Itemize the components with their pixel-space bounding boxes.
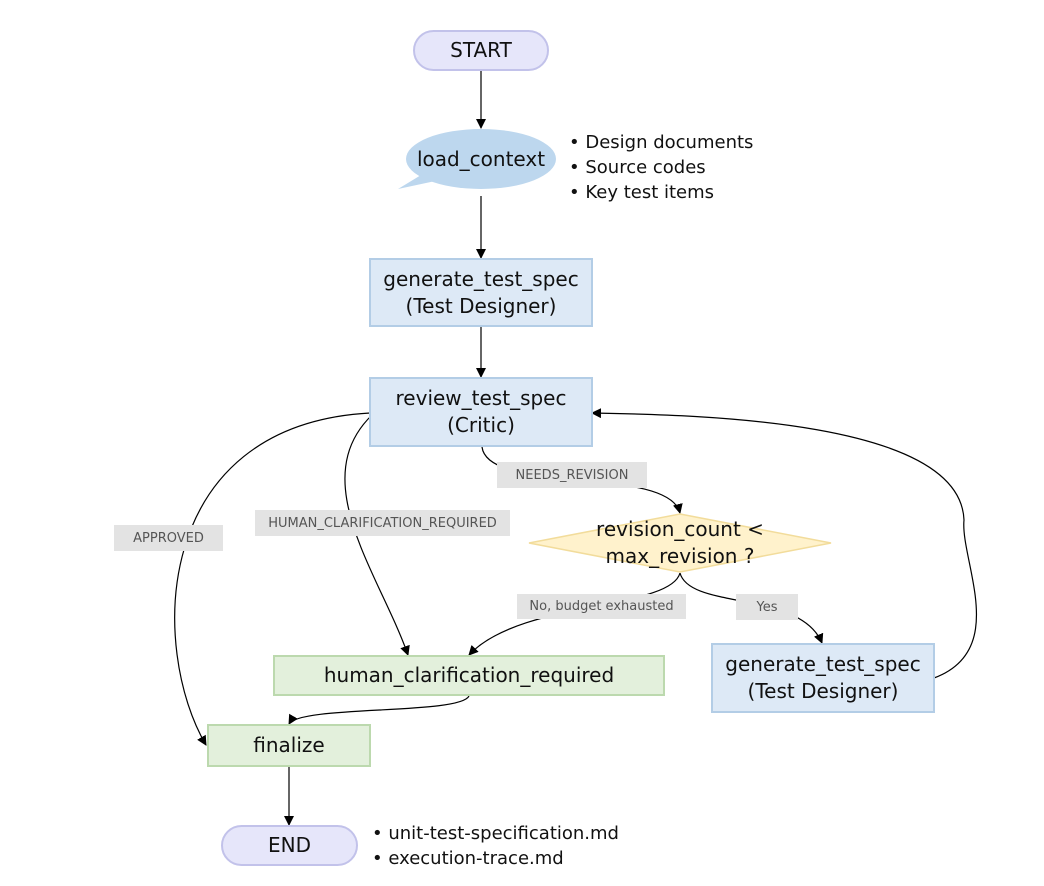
finalize-node: finalize	[207, 724, 371, 767]
generate-test-spec-retry-role: (Test Designer)	[747, 679, 899, 703]
input-item: Key test items	[569, 180, 753, 205]
input-list: Design documents Source codes Key test i…	[569, 130, 753, 205]
end-node: END	[221, 825, 358, 866]
output-list: unit-test-specification.md execution-tra…	[372, 821, 619, 871]
load-context-node: load_context	[396, 128, 558, 190]
load-context-label: load_context	[416, 147, 546, 171]
edge-human-to-finalize	[288, 695, 470, 725]
generate-test-spec-title: generate_test_spec	[383, 266, 579, 291]
review-test-spec-title: review_test_spec	[395, 386, 567, 410]
input-item: Design documents	[569, 130, 753, 155]
edge-label-no-budget: No, budget exhausted	[517, 594, 686, 619]
edge-generate-2-to-review	[591, 408, 977, 679]
start-label: START	[450, 38, 512, 62]
human-clarification-label: human_clarification_required	[323, 663, 615, 687]
human-clarification-node: human_clarification_required	[273, 655, 665, 696]
generate-test-spec-retry-node: generate_test_spec (Test Designer)	[711, 643, 935, 713]
review-test-spec-role: (Critic)	[447, 413, 515, 437]
decision-line-1: revision_count <	[596, 517, 764, 541]
start-node: START	[413, 30, 549, 71]
speech-bubble-shape	[398, 129, 556, 189]
generate-test-spec-role: (Test Designer)	[405, 293, 557, 318]
edge-label-human-clarification: HUMAN_CLARIFICATION_REQUIRED	[255, 510, 510, 536]
edge-label-yes: Yes	[736, 594, 798, 620]
end-label: END	[268, 833, 311, 857]
input-item: Source codes	[569, 155, 753, 180]
output-item: unit-test-specification.md	[372, 821, 619, 846]
decision-line-2: max_revision ?	[605, 544, 755, 568]
generate-test-spec-retry-title: generate_test_spec	[725, 652, 921, 676]
decision-diamond-shape	[528, 513, 832, 573]
review-test-spec-node: review_test_spec (Critic)	[369, 377, 593, 447]
edge-label-approved: APPROVED	[114, 525, 223, 551]
edge-label-needs-revision: NEEDS_REVISION	[497, 462, 647, 488]
revision-decision-node: revision_count < max_revision ?	[527, 513, 833, 573]
finalize-label: finalize	[253, 733, 325, 757]
output-item: execution-trace.md	[372, 846, 619, 871]
generate-test-spec-node: generate_test_spec (Test Designer)	[369, 258, 593, 327]
